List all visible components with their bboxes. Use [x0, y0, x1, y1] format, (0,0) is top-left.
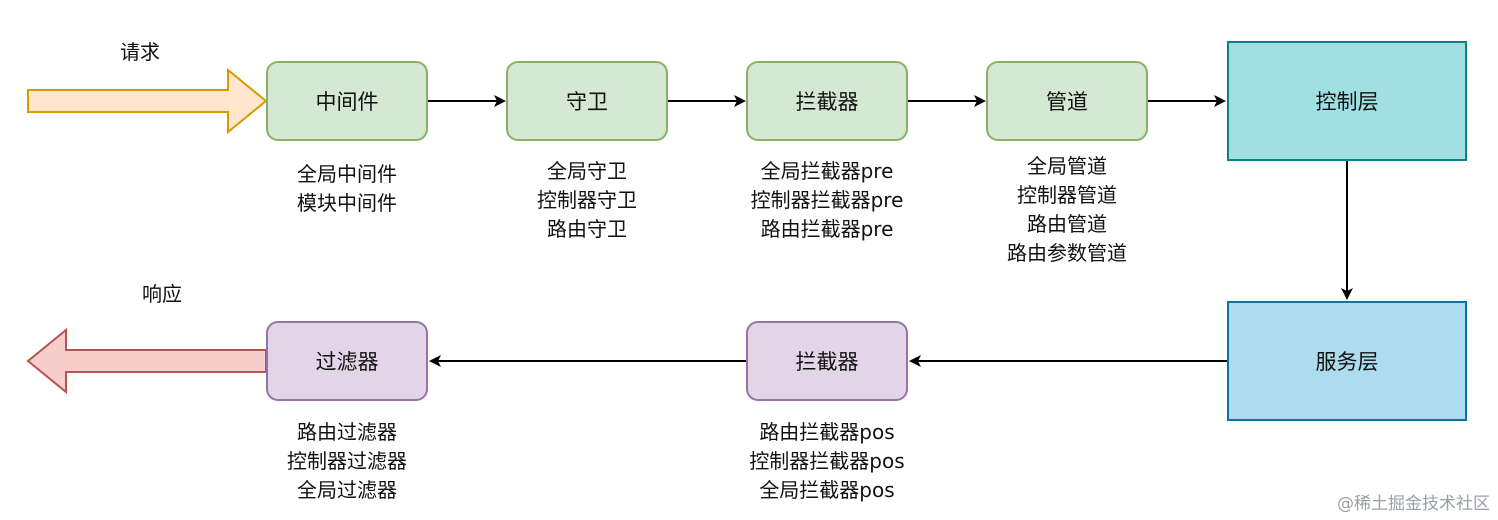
node-interceptor-post[interactable]: 拦截器 [746, 321, 908, 401]
note-line: 控制器过滤器 [287, 449, 407, 473]
note-interceptor-post: 路由拦截器pos 控制器拦截器pos 全局拦截器pos [717, 418, 937, 505]
request-arrow [27, 67, 268, 135]
note-line: 全局管道 [1027, 154, 1107, 178]
note-line: 控制器守卫 [537, 188, 637, 212]
note-line: 路由拦截器pos [759, 420, 895, 444]
note-line: 路由拦截器pre [760, 217, 894, 241]
node-service[interactable]: 服务层 [1227, 301, 1467, 421]
node-filter[interactable]: 过滤器 [266, 321, 428, 401]
note-pipe: 全局管道 控制器管道 路由管道 路由参数管道 [967, 152, 1167, 268]
note-line: 全局拦截器pos [759, 478, 895, 502]
node-middleware[interactable]: 中间件 [266, 61, 428, 141]
note-interceptor-pre: 全局拦截器pre 控制器拦截器pre 路由拦截器pre [717, 157, 937, 244]
note-line: 全局中间件 [297, 162, 397, 186]
note-line: 模块中间件 [297, 191, 397, 215]
note-line: 控制器拦截器pre [750, 188, 904, 212]
note-line: 路由守卫 [547, 217, 627, 241]
request-label: 请求 [120, 40, 160, 64]
response-arrow [26, 327, 267, 395]
note-guard: 全局守卫 控制器守卫 路由守卫 [487, 157, 687, 244]
note-line: 全局守卫 [547, 159, 627, 183]
node-guard[interactable]: 守卫 [506, 61, 668, 141]
note-line: 路由参数管道 [1007, 241, 1127, 265]
note-line: 全局过滤器 [297, 478, 397, 502]
note-filter: 路由过滤器 控制器过滤器 全局过滤器 [247, 418, 447, 505]
note-line: 路由管道 [1027, 212, 1107, 236]
response-label: 响应 [142, 282, 182, 306]
note-line: 全局拦截器pre [760, 159, 894, 183]
note-line: 控制器管道 [1017, 183, 1117, 207]
node-controller[interactable]: 控制层 [1227, 41, 1467, 161]
node-pipe[interactable]: 管道 [986, 61, 1148, 141]
note-line: 控制器拦截器pos [749, 449, 905, 473]
node-interceptor-pre[interactable]: 拦截器 [746, 61, 908, 141]
note-line: 路由过滤器 [297, 420, 397, 444]
note-middleware: 全局中间件 模块中间件 [247, 160, 447, 218]
watermark: @稀土掘金技术社区 [1337, 494, 1490, 514]
